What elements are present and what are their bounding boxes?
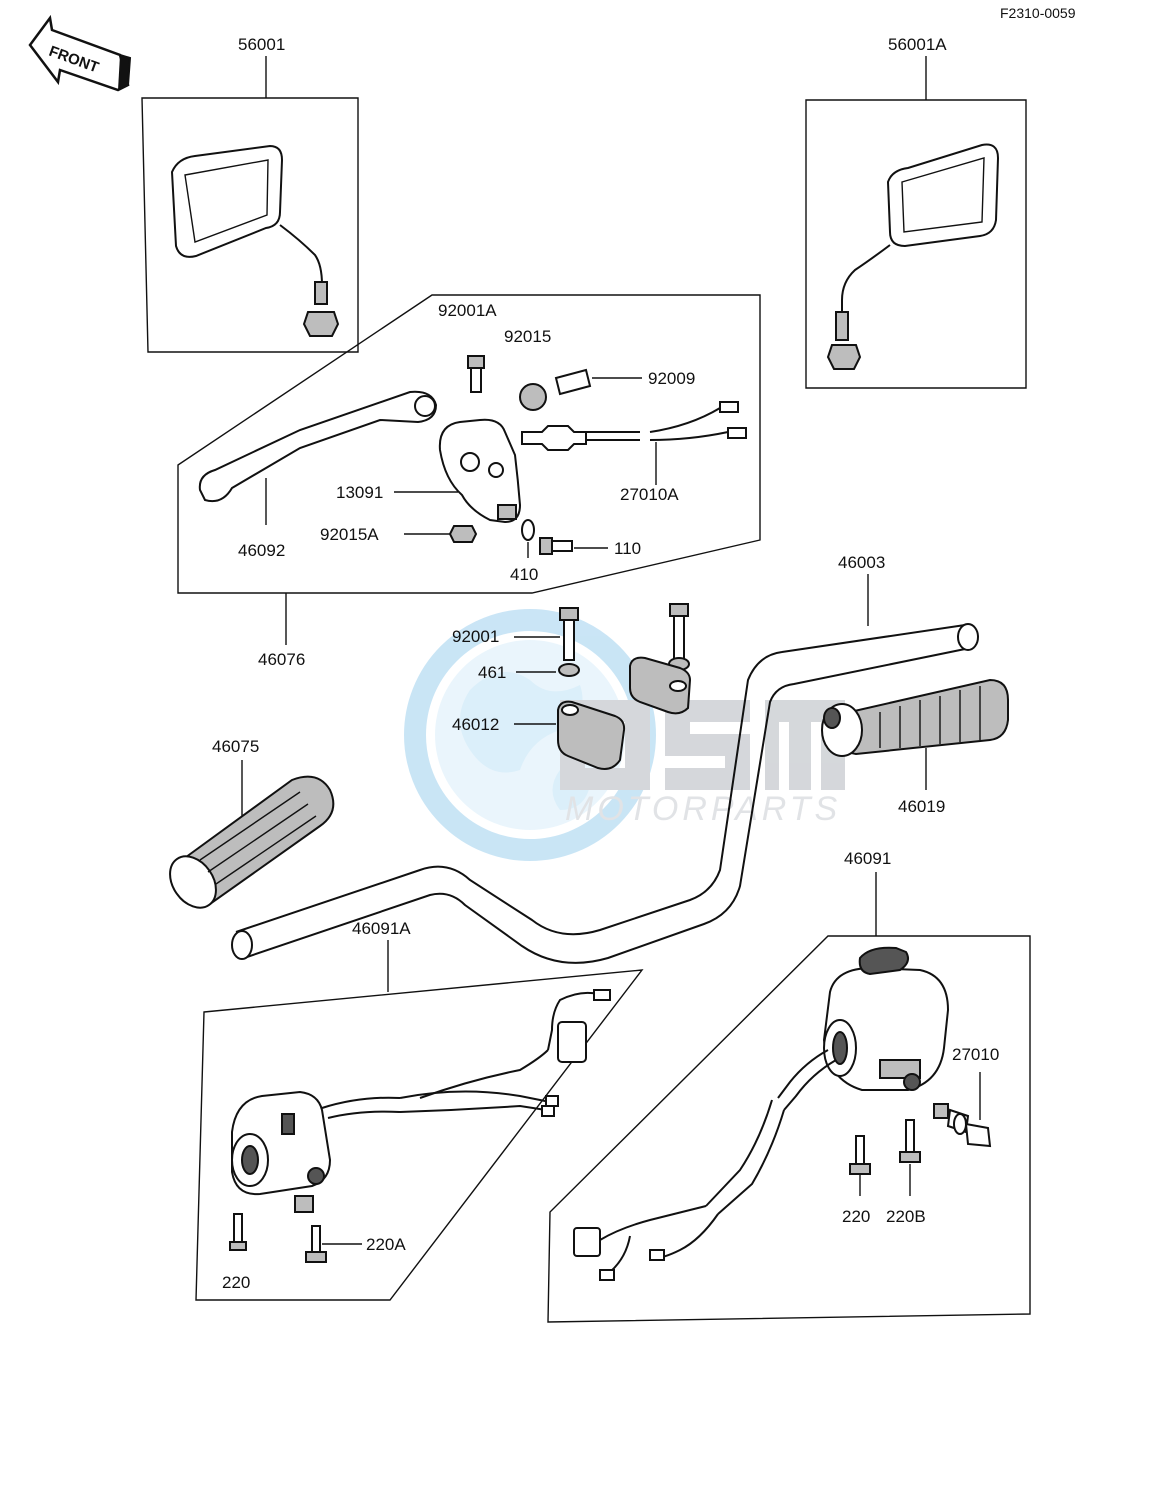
part-label-410: 410 xyxy=(510,565,538,584)
part-label-46075: 46075 xyxy=(212,737,259,756)
part-label-56001: 56001 xyxy=(238,35,285,54)
part-label-46003: 46003 xyxy=(838,553,885,572)
part-label-92015: 92015 xyxy=(504,327,551,346)
switch-left: 46091A 220 220A xyxy=(195,919,644,1301)
part-label-110: 110 xyxy=(614,539,641,558)
watermark: MOTORPARTS xyxy=(404,609,845,861)
part-label-220-left: 220 xyxy=(222,1273,250,1292)
part-label-220-right: 220 xyxy=(842,1207,870,1226)
part-label-92015A: 92015A xyxy=(320,525,379,544)
part-label-13091: 13091 xyxy=(336,483,383,502)
part-label-46092: 46092 xyxy=(238,541,285,560)
grip-right: 46019 xyxy=(821,678,1009,816)
part-label-461: 461 xyxy=(478,663,506,682)
part-label-46019: 46019 xyxy=(898,797,945,816)
part-label-46076: 46076 xyxy=(258,650,305,669)
part-label-92001A: 92001A xyxy=(438,301,497,320)
handlebar: 46003 xyxy=(231,553,979,964)
front-arrow-icon: FRONT xyxy=(28,14,132,92)
part-label-46091: 46091 xyxy=(844,849,891,868)
mirror-right: 56001A xyxy=(805,35,1027,389)
mirror-left: 56001 xyxy=(141,35,359,353)
part-label-220A: 220A xyxy=(366,1235,406,1254)
switch-right: 46091 27010 220 220B xyxy=(547,849,1031,1323)
grip-left: 46075 xyxy=(169,737,335,909)
part-label-27010A: 27010A xyxy=(620,485,679,504)
lever-assembly: 46076 46092 13091 92001A 92015 92009 270… xyxy=(177,294,761,669)
clamp-set: 92001 461 46012 xyxy=(452,603,692,770)
part-label-92001: 92001 xyxy=(452,627,499,646)
part-label-56001A: 56001A xyxy=(888,35,947,54)
part-label-92009: 92009 xyxy=(648,369,695,388)
part-label-46012: 46012 xyxy=(452,715,499,734)
part-label-220B: 220B xyxy=(886,1207,926,1226)
part-label-27010: 27010 xyxy=(952,1045,999,1064)
part-label-46091A: 46091A xyxy=(352,919,411,938)
watermark-sub: MOTORPARTS xyxy=(565,790,841,828)
diagram-code: F2310-0059 xyxy=(1000,5,1076,21)
